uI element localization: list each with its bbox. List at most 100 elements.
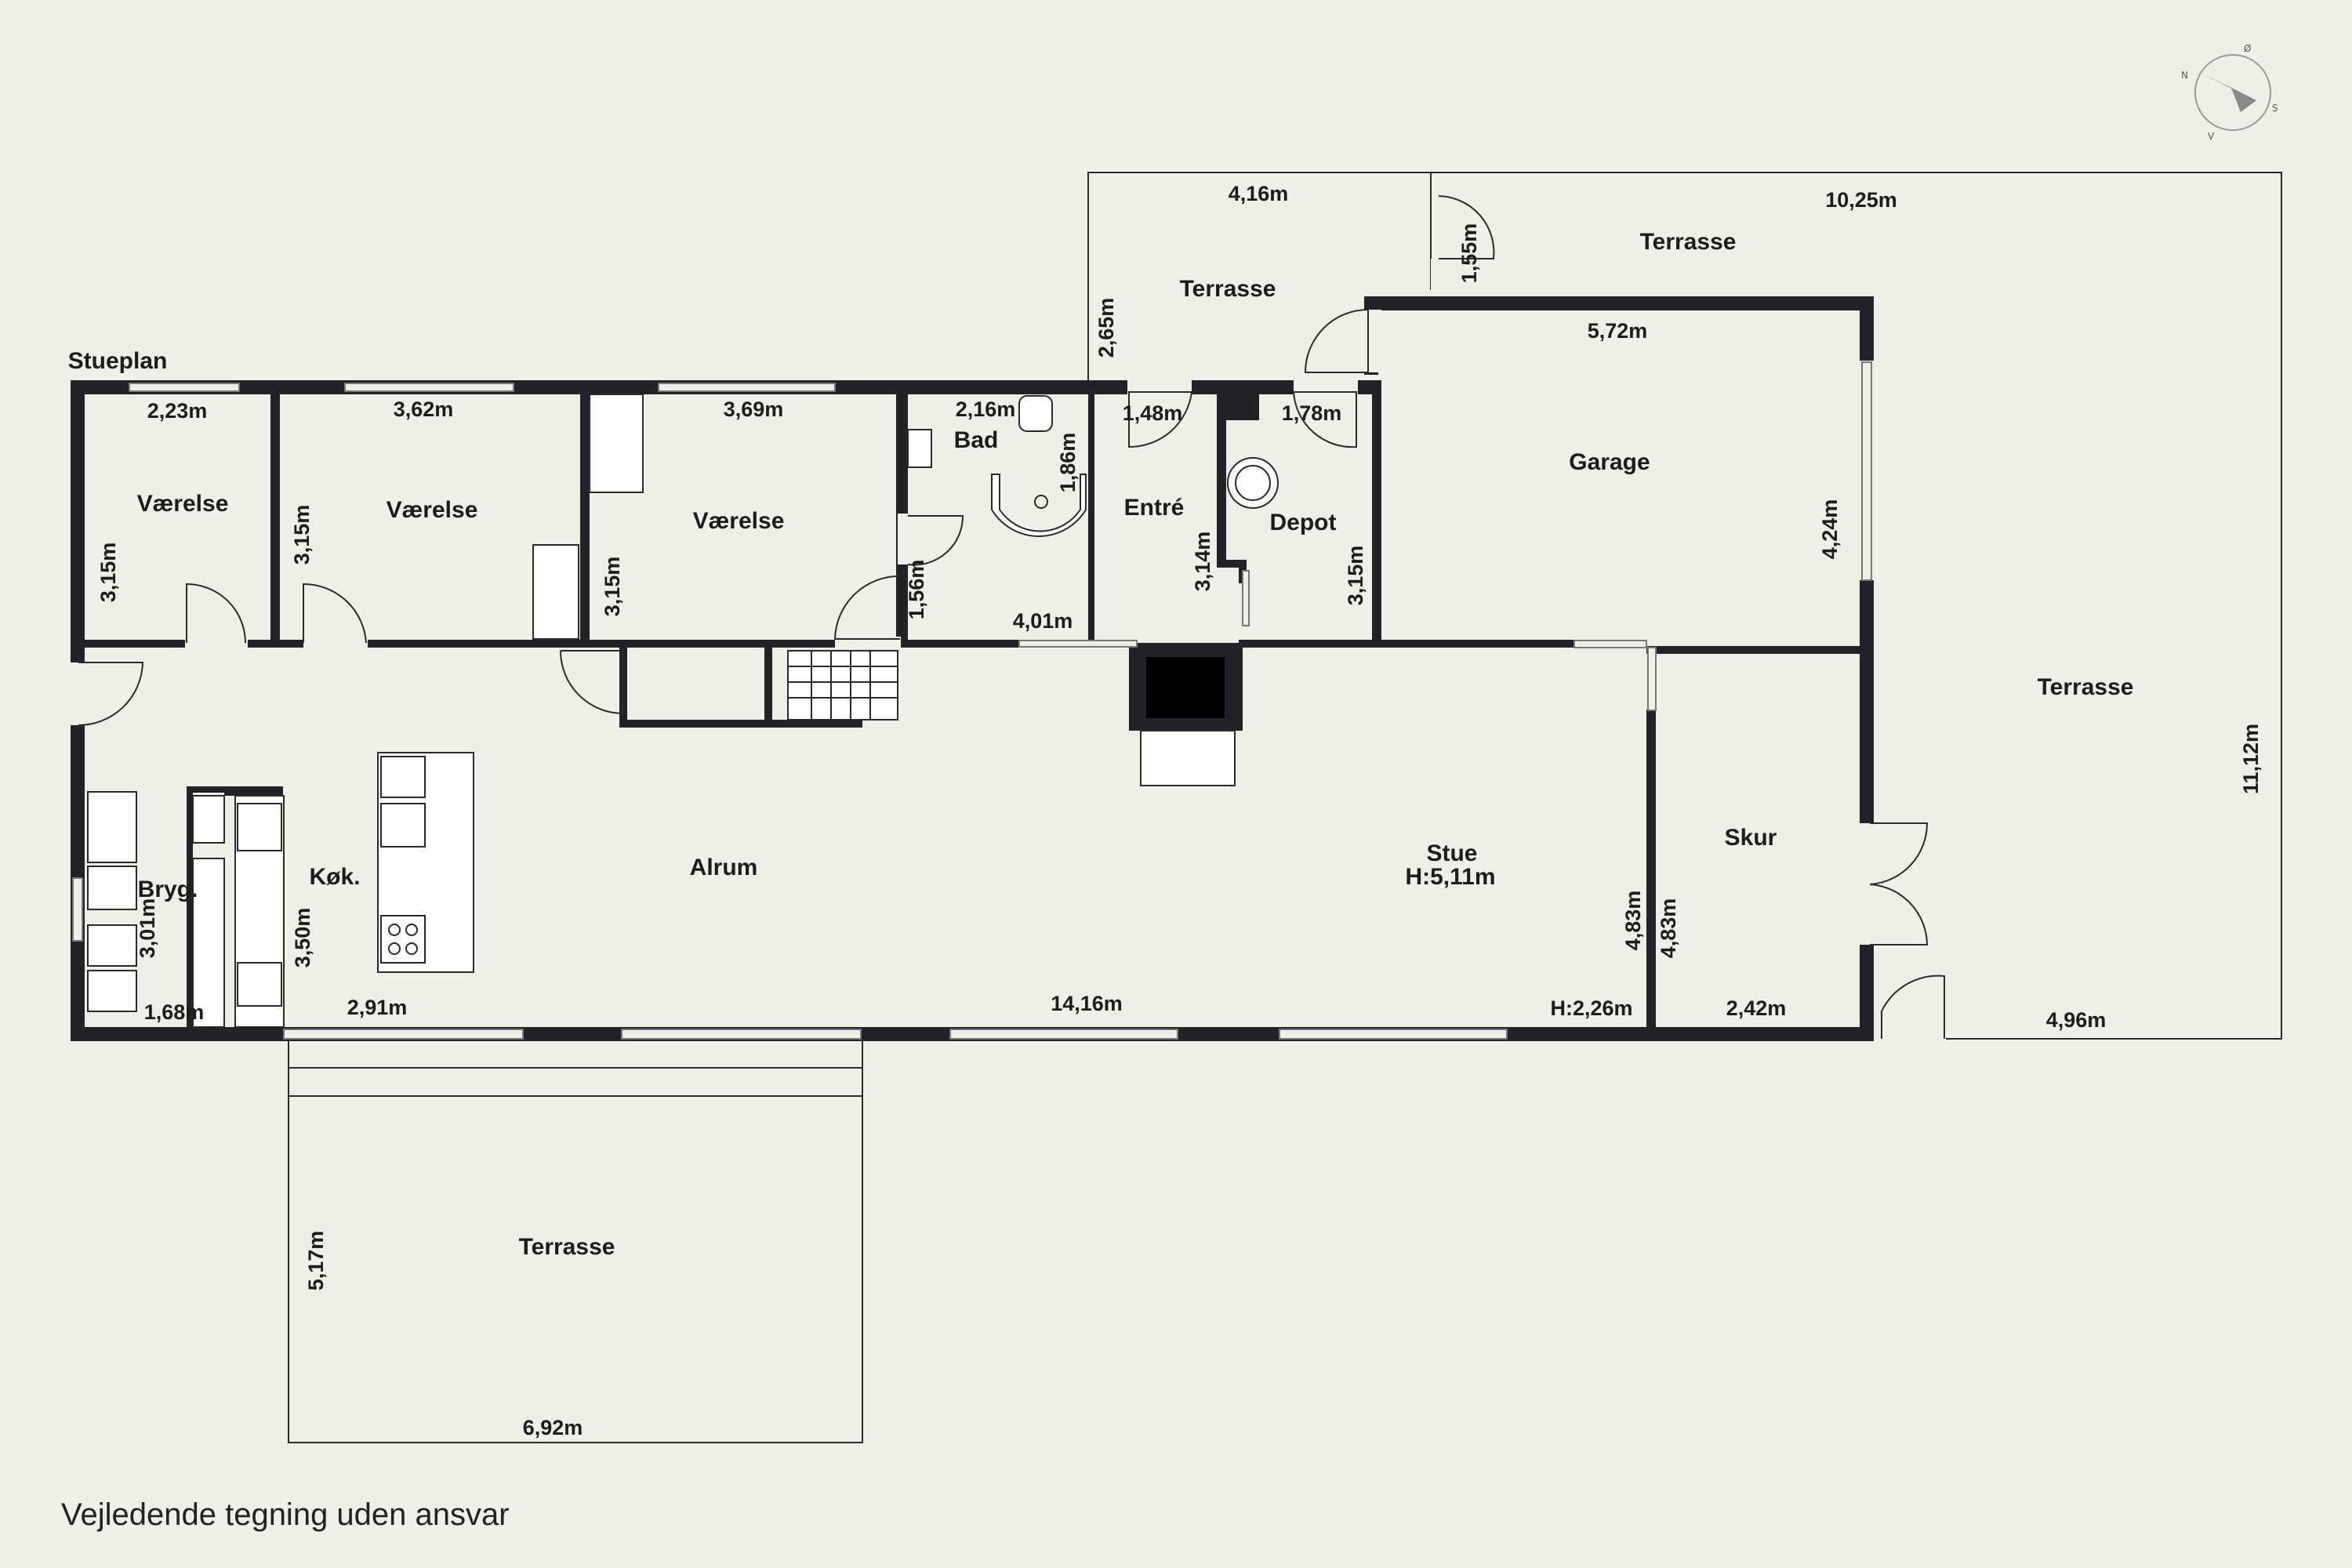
dim-terrace-right-width: 4,96m	[2046, 1008, 2107, 1032]
room-label-vaerelse-2: Værelse	[387, 497, 478, 523]
wall	[224, 786, 283, 796]
dim-bad-height: 1,86m	[1056, 433, 1080, 493]
dim-v1-width: 2,23m	[147, 399, 208, 423]
wardrobe	[532, 544, 579, 640]
disclaimer-text: Vejledende tegning uden ansvar	[61, 1497, 510, 1532]
dim-terrace-top-height: 2,65m	[1094, 298, 1118, 358]
dim-v2-height: 3,15m	[290, 505, 314, 565]
wall	[1088, 380, 1094, 647]
fireplace-hearth	[1140, 730, 1236, 786]
door	[303, 583, 367, 644]
sink	[380, 756, 426, 798]
wall	[1646, 710, 1656, 1039]
sink	[907, 429, 932, 468]
wall	[619, 720, 862, 728]
dim-terrace-top-right-width: 10,25m	[1825, 188, 1897, 212]
wall	[187, 786, 224, 793]
door	[1438, 195, 1495, 260]
utility-sink	[87, 866, 137, 910]
dimensions-horizontal: 2,23m 3,62m 3,69m 2,16m 1,48m 1,78m 5,72…	[144, 182, 2107, 1439]
fridge	[237, 803, 282, 851]
utility-counter	[87, 791, 137, 863]
door	[1881, 975, 1945, 1039]
wall	[1364, 296, 1874, 310]
dim-bad-width: 2,16m	[956, 397, 1016, 421]
compass-s: S	[2272, 103, 2278, 114]
room-label-skur: Skur	[1725, 825, 1777, 851]
room-label-bad: Bad	[954, 427, 999, 453]
door	[907, 515, 964, 566]
room-label-garage: Garage	[1569, 449, 1650, 475]
window	[1242, 570, 1250, 626]
dim-alrum-width: 2,91m	[347, 996, 408, 1019]
dim-terrace-right-height: 11,12m	[2239, 724, 2263, 794]
window	[658, 383, 836, 392]
dim-terrace-bottom-width: 6,92m	[523, 1416, 583, 1439]
window	[1573, 640, 1647, 648]
dim-bryg-width: 1,68m	[144, 1000, 205, 1024]
window	[283, 1029, 524, 1040]
room-label-entre: Entré	[1124, 495, 1185, 521]
door	[1128, 391, 1193, 448]
wall	[1860, 296, 1874, 361]
counter	[192, 795, 225, 844]
room-label-terrasse-right: Terrasse	[2038, 674, 2134, 700]
room-label-terrasse-bottom: Terrasse	[519, 1234, 615, 1260]
dim-depot-width: 1,78m	[1282, 401, 1342, 425]
compass-o: Ø	[2244, 43, 2251, 54]
counter	[192, 858, 225, 1028]
dim-garage-width: 5,72m	[1588, 319, 1648, 343]
door	[1869, 822, 1929, 885]
wall	[270, 380, 280, 647]
door	[833, 575, 901, 640]
dryer	[87, 970, 137, 1012]
wall	[900, 564, 908, 643]
dim-bryg-height: 3,01m	[136, 898, 159, 959]
shower	[991, 474, 1087, 537]
sink	[380, 803, 426, 848]
compass-n: N	[2181, 70, 2188, 81]
windows	[72, 361, 1872, 1040]
dim-skur-height: 4,83m	[1657, 898, 1680, 959]
room-label-terrasse-top-right: Terrasse	[1640, 229, 1737, 255]
window	[621, 1029, 862, 1040]
door	[1869, 884, 1929, 946]
dim-v2-width: 3,62m	[394, 397, 454, 421]
terrace-outlines	[288, 172, 2282, 1443]
toilet	[1018, 395, 1053, 432]
wall	[1860, 945, 1874, 1040]
door-gaps	[67, 259, 1946, 1043]
cooktop	[380, 915, 426, 964]
dim-garage-height: 4,24m	[1818, 499, 1842, 560]
wall	[187, 786, 193, 1029]
compass-v: V	[2208, 131, 2215, 142]
staircase	[787, 650, 898, 720]
dim-long-width: 14,16m	[1051, 992, 1123, 1015]
window	[1279, 1029, 1508, 1040]
wall	[1646, 646, 1874, 654]
window	[949, 1029, 1178, 1040]
dim-skur-width: 2,42m	[1726, 996, 1787, 1020]
room-label-depot: Depot	[1270, 510, 1337, 535]
wall	[71, 640, 1090, 648]
window	[1647, 647, 1657, 711]
dim-depot-height: 3,15m	[1344, 546, 1367, 606]
shower-drain-icon	[1034, 495, 1048, 509]
dim-terrace-top-right-height: 1,55m	[1457, 223, 1481, 284]
room-label-alrum: Alrum	[690, 855, 758, 880]
room-label-bryg: Bryg.	[138, 877, 198, 902]
window	[129, 383, 240, 392]
window	[1018, 640, 1138, 648]
wall	[1239, 640, 1576, 648]
dim-terrace-top-width: 4,16m	[1229, 182, 1289, 205]
dim-entre-width: 1,48m	[1123, 401, 1183, 425]
door	[78, 662, 144, 726]
wall	[1860, 580, 1874, 823]
room-label-vaerelse-1: Værelse	[137, 491, 229, 517]
terrace-top-right-outline	[1431, 172, 2282, 1040]
wall	[1217, 392, 1226, 564]
wall	[900, 388, 908, 514]
dim-hall-height: 1,56m	[905, 560, 928, 620]
dim-koek-height: 3,50m	[291, 908, 314, 968]
